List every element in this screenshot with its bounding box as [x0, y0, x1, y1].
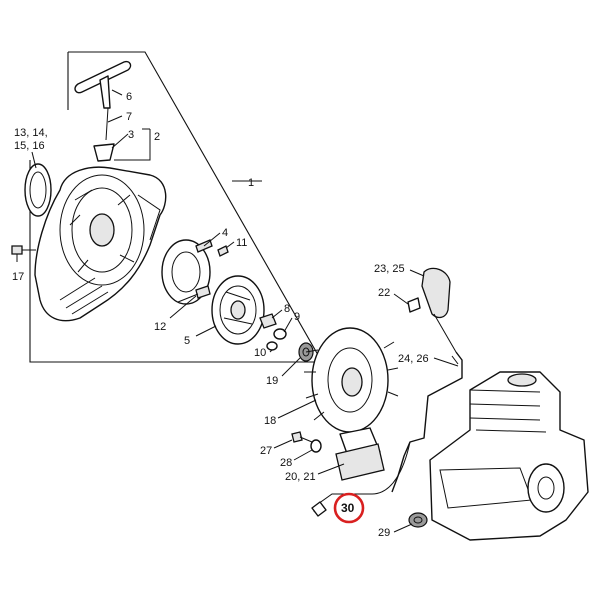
ignition-module — [335, 427, 385, 481]
leader-3 — [111, 133, 129, 149]
flywheel — [304, 327, 399, 433]
callout-6: 6 — [126, 91, 132, 103]
leader-10 — [269, 349, 273, 353]
callout-24-26: 24, 26 — [398, 353, 429, 365]
rope-rotor — [211, 275, 265, 345]
callout-19: 19 — [266, 375, 278, 387]
leader-22 — [393, 293, 409, 305]
leader-2 — [114, 140, 151, 161]
leader-20 — [317, 463, 345, 475]
leader-18 — [277, 399, 317, 419]
callout-29: 29 — [378, 527, 390, 539]
callout-8: 8 — [284, 303, 290, 315]
callout-1: 1 — [248, 177, 254, 189]
callout-17: 17 — [12, 271, 24, 283]
leader-6 — [111, 89, 123, 96]
leader-4 — [203, 232, 221, 247]
callout-7: 7 — [126, 111, 132, 123]
callout-2: 2 — [154, 131, 160, 143]
leader-27 — [273, 439, 293, 449]
screw-11 — [217, 245, 229, 257]
leader-7 — [107, 115, 123, 123]
callout-10: 10 — [254, 347, 266, 359]
callout-22: 22 — [378, 287, 390, 299]
callout-30: 30 — [341, 501, 355, 515]
leader-28 — [293, 449, 313, 461]
starter-gasket — [24, 163, 52, 217]
callout-28: 28 — [280, 457, 292, 469]
highlight-ring-30 — [333, 492, 365, 524]
spring-clip — [407, 297, 421, 313]
callout-18: 18 — [264, 415, 276, 427]
leader-9 — [283, 317, 293, 333]
leader-8 — [271, 309, 283, 319]
rope-guide-bush — [93, 143, 115, 162]
bolt-12 — [177, 285, 211, 303]
callout-13: 13, 14, — [14, 127, 48, 139]
callout-27: 27 — [260, 445, 272, 457]
leader-12 — [169, 295, 197, 319]
starter-grip — [74, 60, 132, 141]
leader-19 — [281, 357, 301, 377]
screw-27 — [291, 431, 313, 443]
ignition-lead — [391, 351, 463, 493]
screw-17 — [11, 245, 36, 255]
spark-plug-boot — [421, 267, 457, 353]
leader-13 — [31, 151, 37, 169]
callout-5: 5 — [184, 335, 190, 347]
washer-10 — [266, 341, 278, 351]
short-circuit-wire-terminal — [311, 501, 327, 517]
plug-29 — [408, 512, 428, 528]
engine-block — [429, 371, 589, 541]
leader-11 — [225, 241, 235, 249]
callout-23-25: 23, 25 — [374, 263, 405, 275]
callout-15: 15, 16 — [14, 140, 45, 152]
leader-23 — [409, 269, 425, 277]
callout-9: 9 — [294, 311, 300, 323]
callout-20-21: 20, 21 — [285, 471, 316, 483]
callout-4: 4 — [222, 227, 228, 239]
callout-12: 12 — [154, 321, 166, 333]
callout-3: 3 — [128, 129, 134, 141]
leader-24 — [433, 357, 459, 367]
callout-11: 11 — [236, 237, 247, 249]
starter-cover — [34, 166, 167, 322]
pawl-spring — [273, 328, 287, 340]
washer-28 — [310, 439, 322, 453]
leader-5 — [195, 325, 217, 337]
leader-29 — [393, 523, 413, 533]
